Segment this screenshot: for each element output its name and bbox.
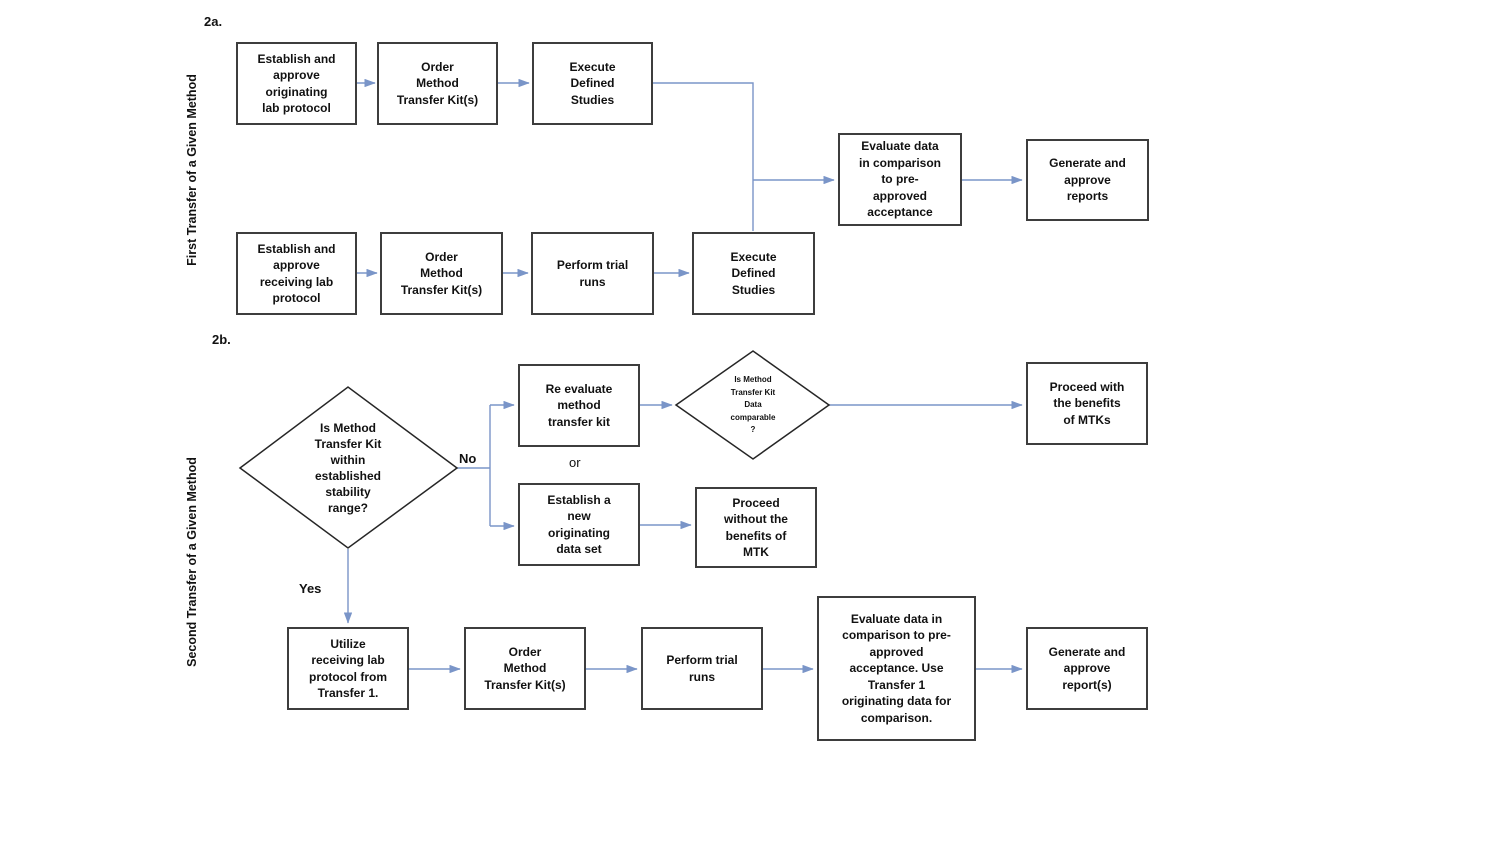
node-establish-new-data-set: Establish a new originating data set [518,483,640,566]
edge-label-no: No [459,451,477,466]
edge-label-yes: Yes [299,581,322,596]
node-execute-defined-studies-top: Execute Defined Studies [532,42,653,125]
node-establish-receiving-protocol: Establish and approve receiving lab prot… [236,232,357,315]
node-execute-defined-studies-bottom: Execute Defined Studies [692,232,815,315]
node-order-mtk-bottom: Order Method Transfer Kit(s) [380,232,503,315]
node-evaluate-data-b: Evaluate data in comparison to pre- appr… [817,596,976,741]
section-label-2a: 2a. [204,14,223,29]
node-re-evaluate-mtk: Re evaluate method transfer kit [518,364,640,447]
decision-diamond-stability [238,386,459,549]
section-label-2b: 2b. [212,332,231,347]
node-order-mtk-top: Order Method Transfer Kit(s) [377,42,498,125]
connector-a-execute-junction [653,82,754,231]
decision-diamond-comparable [674,350,831,460]
node-utilize-receiving-protocol: Utilize receiving lab protocol from Tran… [287,627,409,710]
edge-label-or: or [569,455,581,470]
node-evaluate-data-a: Evaluate data in comparison to pre- appr… [838,133,962,226]
node-order-mtk-b: Order Method Transfer Kit(s) [464,627,586,710]
node-proceed-without-mtk: Proceed without the benefits of MTK [695,487,817,568]
node-proceed-with-mtks: Proceed with the benefits of MTKs [1026,362,1148,445]
node-generate-reports-b: Generate and approve report(s) [1026,627,1148,710]
node-establish-originating-protocol: Establish and approve originating lab pr… [236,42,357,125]
node-perform-trial-runs-a: Perform trial runs [531,232,654,315]
decision-stability-text: Is Method Transfer Kit within establishe… [314,421,382,515]
node-generate-reports-a: Generate and approve reports [1026,139,1149,221]
side-label-second-transfer: Second Transfer of a Given Method [185,457,199,667]
node-perform-trial-runs-b: Perform trial runs [641,627,763,710]
side-label-first-transfer: First Transfer of a Given Method [185,74,199,266]
decision-comparable-text: Is Method Transfer Kit Data comparable ? [730,375,776,434]
